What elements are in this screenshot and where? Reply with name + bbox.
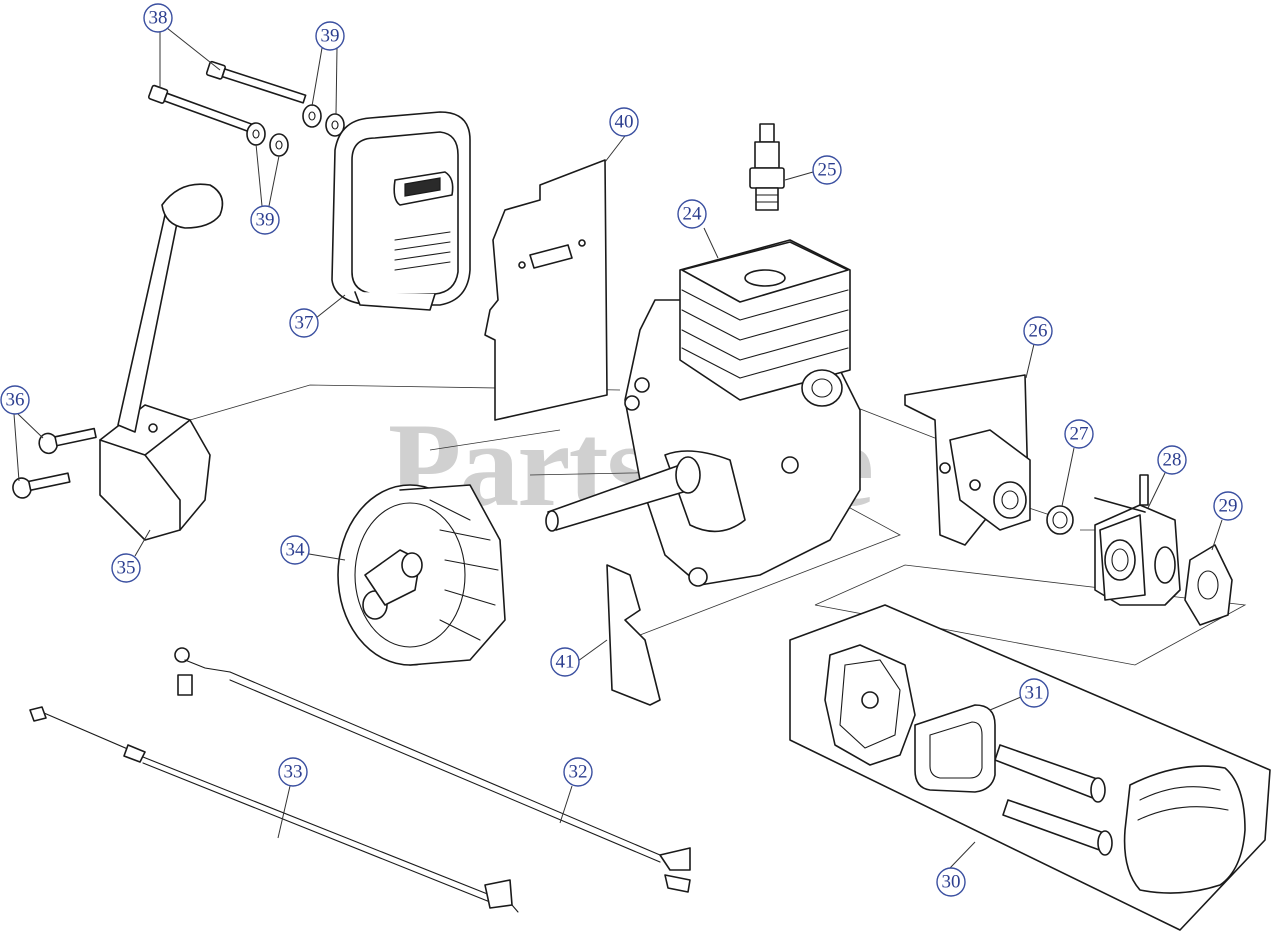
part-35-ignition-coil[interactable] xyxy=(99,183,224,541)
callout-32[interactable]: 32 xyxy=(563,757,593,787)
part-39-washers[interactable] xyxy=(246,104,345,157)
part-27-seal[interactable] xyxy=(1046,505,1074,535)
callout-26[interactable]: 26 xyxy=(1023,316,1053,346)
svg-text:29: 29 xyxy=(1219,496,1238,517)
svg-text:31: 31 xyxy=(1025,683,1044,704)
callout-24[interactable]: 24 xyxy=(677,199,707,229)
part-33-cable[interactable] xyxy=(29,706,519,913)
svg-text:33: 33 xyxy=(284,762,303,783)
callout-38[interactable]: 38 xyxy=(143,3,173,33)
svg-text:28: 28 xyxy=(1163,450,1182,471)
svg-text:36: 36 xyxy=(6,390,25,411)
callout-29[interactable]: 29 xyxy=(1213,491,1243,521)
callout-37[interactable]: 37 xyxy=(289,308,319,338)
part-31-filter-element[interactable] xyxy=(914,704,996,793)
svg-text:39: 39 xyxy=(321,26,340,47)
svg-text:41: 41 xyxy=(556,652,575,673)
part-24-engine[interactable] xyxy=(545,239,861,587)
callout-39-top[interactable]: 39 xyxy=(315,21,345,51)
callout-33[interactable]: 33 xyxy=(278,757,308,787)
callout-40[interactable]: 40 xyxy=(609,107,639,137)
part-26-adapter[interactable] xyxy=(904,374,1031,546)
part-37-muffler[interactable] xyxy=(331,111,471,311)
part-38-bolts[interactable] xyxy=(147,60,307,134)
svg-text:37: 37 xyxy=(295,313,314,334)
part-29-gasket[interactable] xyxy=(1184,544,1233,626)
part-32-wire[interactable] xyxy=(174,647,691,893)
callout-27[interactable]: 27 xyxy=(1064,419,1094,449)
svg-text:35: 35 xyxy=(117,558,136,579)
callout-25[interactable]: 25 xyxy=(812,155,842,185)
svg-text:40: 40 xyxy=(615,112,634,133)
svg-text:24: 24 xyxy=(683,204,703,225)
svg-text:27: 27 xyxy=(1070,424,1089,445)
svg-text:32: 32 xyxy=(569,762,588,783)
leader-lines xyxy=(13,27,1223,869)
svg-text:39: 39 xyxy=(256,210,275,231)
svg-text:30: 30 xyxy=(942,872,961,893)
callout-34[interactable]: 34 xyxy=(280,535,310,565)
part-28-carburetor[interactable] xyxy=(1094,474,1181,606)
callout-31[interactable]: 31 xyxy=(1019,678,1049,708)
part-40-gasket[interactable] xyxy=(484,159,608,421)
svg-text:34: 34 xyxy=(286,540,306,561)
part-41-shield[interactable] xyxy=(606,564,661,706)
part-25-spark-plug[interactable] xyxy=(749,123,785,211)
callout-41[interactable]: 41 xyxy=(550,647,580,677)
svg-text:26: 26 xyxy=(1029,321,1048,342)
part-30-air-filter-box[interactable] xyxy=(789,604,1271,931)
callout-30[interactable]: 30 xyxy=(936,867,966,897)
part-36-screws[interactable] xyxy=(11,424,97,500)
svg-text:25: 25 xyxy=(818,160,837,181)
callout-39-lower[interactable]: 39 xyxy=(250,205,280,235)
callout-35[interactable]: 35 xyxy=(111,553,141,583)
callouts: 38 39 39 37 40 24 25 26 27 28 29 31 30 3… xyxy=(0,3,1243,897)
callout-28[interactable]: 28 xyxy=(1157,445,1187,475)
svg-text:38: 38 xyxy=(149,8,168,29)
callout-36[interactable]: 36 xyxy=(0,385,30,415)
part-34-flywheel[interactable] xyxy=(337,484,506,666)
